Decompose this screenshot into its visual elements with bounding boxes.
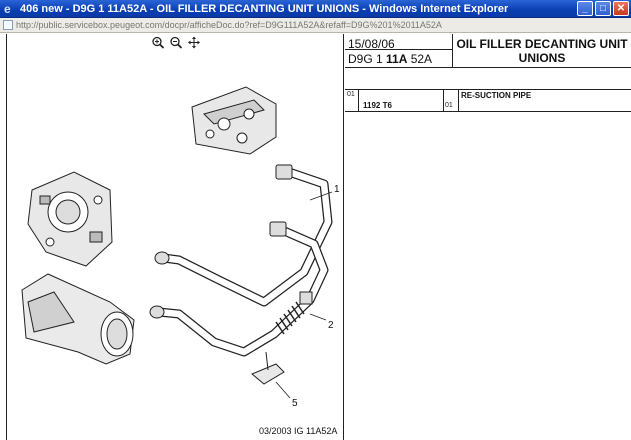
diagram-caption: 03/2003 IG 11A52A <box>259 426 338 436</box>
zoom-in-icon[interactable] <box>151 36 165 49</box>
section-title: OIL FILLER DECANTING UNIT UNIONS <box>456 37 628 65</box>
url-text: http://public.servicebox.peugeot.com/doc… <box>16 20 442 30</box>
part-description: RE-SUCTION PIPE <box>461 91 532 100</box>
engine-block-top <box>191 86 277 155</box>
pipe-connectors <box>149 164 313 319</box>
internet-explorer-icon: e <box>4 1 11 16</box>
address-bar: http://public.servicebox.peugeot.com/doc… <box>0 18 631 33</box>
zoom-out-icon[interactable] <box>169 36 183 49</box>
header-separator <box>452 34 453 68</box>
part-code: D9G 1 11A 52A <box>348 52 432 66</box>
exploded-parts-diagram: 1 2 5 <box>21 86 340 409</box>
parts-header: 15/08/06 D9G 1 11A 52A OIL FILLER DECANT… <box>345 34 631 68</box>
window-controls: _ □ ✕ <box>577 1 629 16</box>
window-title: 406 new - D9G 1 11A52A - OIL FILLER DECA… <box>20 2 509 15</box>
bracket <box>251 351 285 385</box>
corrugated-hose <box>275 301 305 335</box>
header-divider <box>345 49 452 50</box>
part-qty-secondary: 01 <box>445 102 453 109</box>
part-reference[interactable]: 1192 T6 <box>363 101 392 110</box>
part-code-prefix: D9G 1 <box>348 52 387 66</box>
maximize-button[interactable]: □ <box>595 1 611 16</box>
page-content: 1 2 5 03/2003 IG 11A52A 15/08/06 D9G 1 1… <box>0 34 631 440</box>
throttle-body <box>27 171 113 267</box>
part-qty: 01 <box>347 91 355 98</box>
part-row[interactable]: 01 1192 T6 01 RE-SUCTION PIPE <box>345 90 631 112</box>
close-button[interactable]: ✕ <box>613 1 629 16</box>
page-icon <box>3 20 13 30</box>
part-code-bold: 11A <box>386 52 408 66</box>
diagram-frame: 1 2 5 03/2003 IG 11A52A <box>6 34 344 440</box>
callout-2: 2 <box>328 320 334 331</box>
issue-date: 15/08/06 <box>348 37 395 51</box>
minimize-button[interactable]: _ <box>577 1 593 16</box>
header-spacer-row <box>345 68 631 90</box>
window-titlebar: e 406 new - D9G 1 11A52A - OIL FILLER DE… <box>0 0 631 18</box>
diagram-toolbar <box>151 36 201 49</box>
callout-leaders <box>275 191 333 399</box>
parts-panel: 15/08/06 D9G 1 11A 52A OIL FILLER DECANT… <box>345 34 631 440</box>
callout-1: 1 <box>334 184 340 195</box>
part-code-suffix: 52A <box>407 52 433 66</box>
pan-icon[interactable] <box>187 36 201 49</box>
air-intake-duct <box>21 273 135 365</box>
callout-5: 5 <box>292 398 298 409</box>
